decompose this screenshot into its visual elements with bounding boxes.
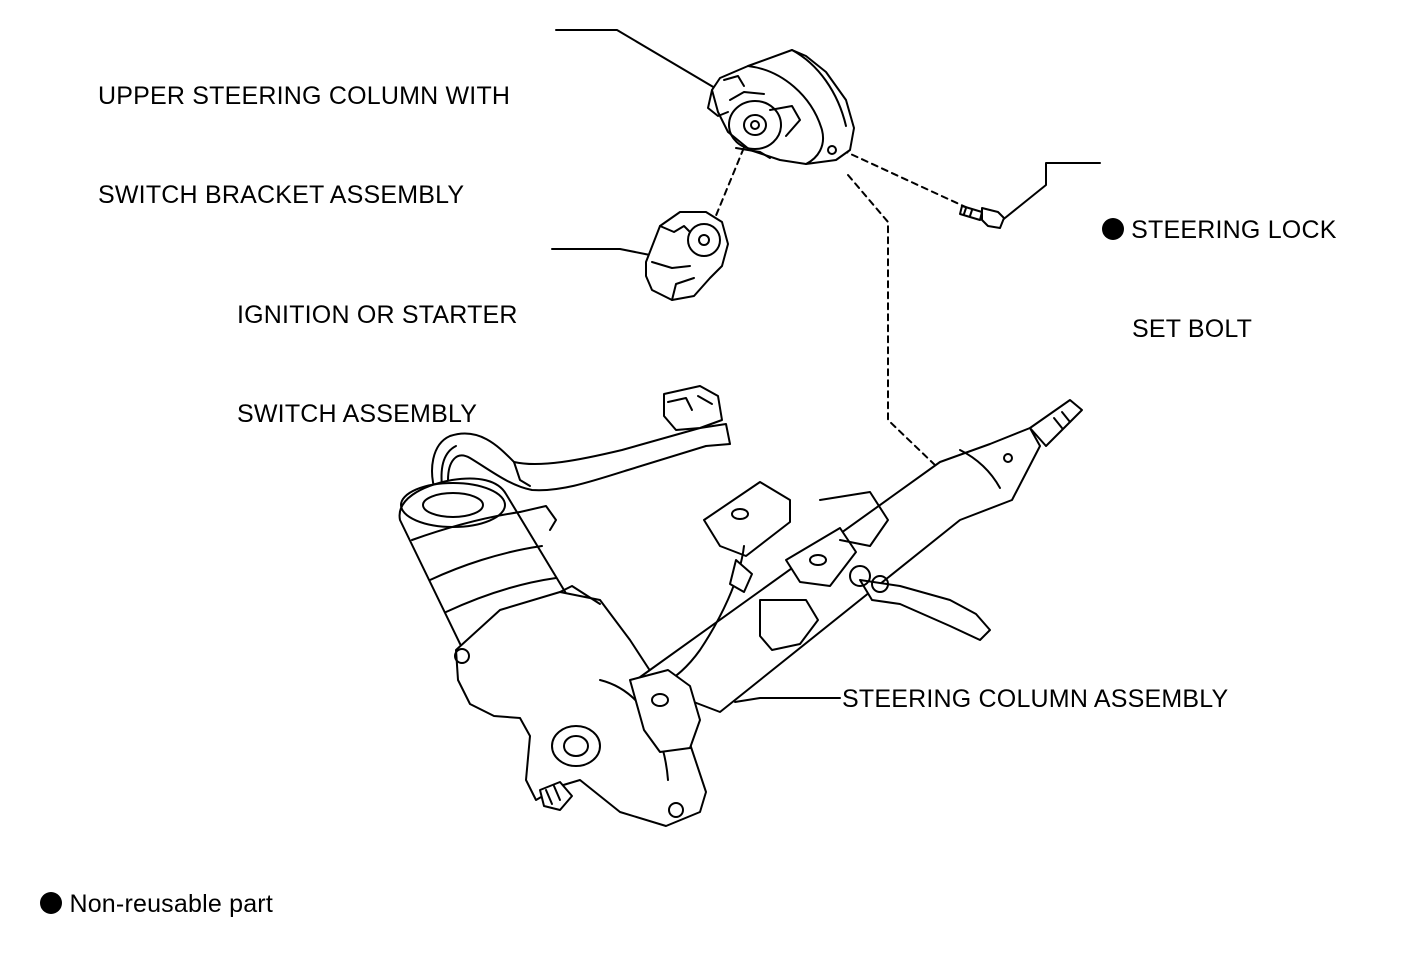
label-steering-lock-set-bolt: STEERING LOCK SET BOLT [1102,148,1337,379]
leader-column-assembly [734,697,841,703]
non-reusable-marker-icon [1102,218,1124,240]
dashed-alignment-lines [714,127,973,467]
dash-bolt-to-bracket [841,149,973,211]
ignition-starter-switch [645,211,729,301]
label-ignition-switch-line2: SWITCH ASSEMBLY [237,400,478,428]
upper-steering-column-bracket [707,49,855,165]
steering-lock-set-bolt [959,205,1005,229]
steering-column-assembly [398,385,1083,827]
leader-lock-bolt [999,162,1101,223]
leader-upper-column [555,29,716,89]
legend-text: Non-reusable part [69,890,273,918]
label-upper-steering-column-line2: SWITCH BRACKET ASSEMBLY [98,181,465,209]
dash-bracket-to-column [847,174,937,467]
label-ignition-switch-line1: IGNITION OR STARTER [237,301,518,329]
label-upper-steering-column-line1: UPPER STEERING COLUMN WITH [98,82,511,110]
label-steering-lock-line1: STEERING LOCK [1131,216,1337,244]
label-upper-steering-column: UPPER STEERING COLUMN WITH SWITCH BRACKE… [98,14,510,245]
label-ignition-switch: IGNITION OR STARTER SWITCH ASSEMBLY [237,233,518,464]
label-steering-lock-line2: SET BOLT [1132,315,1253,343]
label-steering-column-assembly: STEERING COLUMN ASSEMBLY [842,685,1229,713]
legend: Non-reusable part [26,855,273,921]
leader-lines [551,29,1101,703]
filled-circle-icon [40,892,63,914]
leader-ignition [551,248,651,256]
